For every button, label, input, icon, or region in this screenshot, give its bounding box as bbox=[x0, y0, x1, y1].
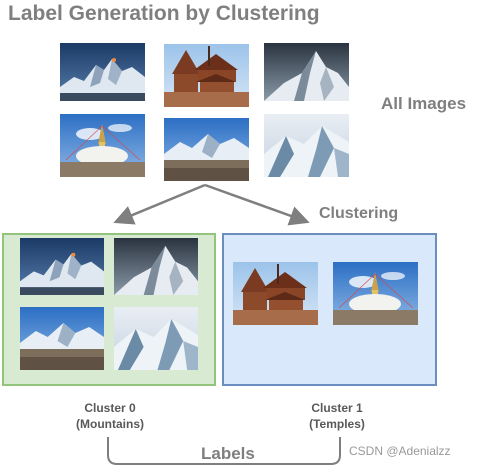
labels-text: Labels bbox=[201, 444, 255, 463]
cluster-0-name: Cluster 0 bbox=[84, 401, 136, 415]
everest-valley-image bbox=[164, 118, 249, 181]
cluster-1-name: Cluster 1 bbox=[311, 401, 363, 415]
all-images-label: All Images bbox=[381, 94, 467, 113]
arrow-to-cluster-0 bbox=[113, 183, 206, 225]
glacier-mountain-image bbox=[264, 114, 349, 177]
stupa-image bbox=[60, 114, 145, 177]
cluster-1-label: Cluster 1 (Temples) bbox=[282, 400, 392, 432]
cluster-1-stupa-image bbox=[333, 262, 418, 325]
cluster-0-everest-sunset-image bbox=[20, 238, 104, 295]
cluster-0-everest-valley-image bbox=[20, 307, 104, 370]
stormy-mountain-image bbox=[264, 43, 349, 101]
cluster-0-subtitle: (Mountains) bbox=[76, 417, 144, 431]
cluster-0-stormy-mountain-image bbox=[114, 238, 198, 295]
cluster-1-temple-image bbox=[233, 262, 318, 325]
cluster-1-subtitle: (Temples) bbox=[309, 417, 365, 431]
arrow-to-cluster-1 bbox=[204, 183, 310, 226]
watermark: CSDN @Adenialzz bbox=[349, 444, 451, 458]
clustering-label: Clustering bbox=[319, 205, 399, 222]
diagram-title: Label Generation by Clustering bbox=[8, 2, 320, 25]
cluster-0-glacier-mountain-image bbox=[114, 307, 198, 370]
cluster-0-label: Cluster 0 (Mountains) bbox=[55, 400, 165, 432]
everest-sunset-image bbox=[60, 43, 145, 101]
temple-image bbox=[164, 44, 249, 107]
